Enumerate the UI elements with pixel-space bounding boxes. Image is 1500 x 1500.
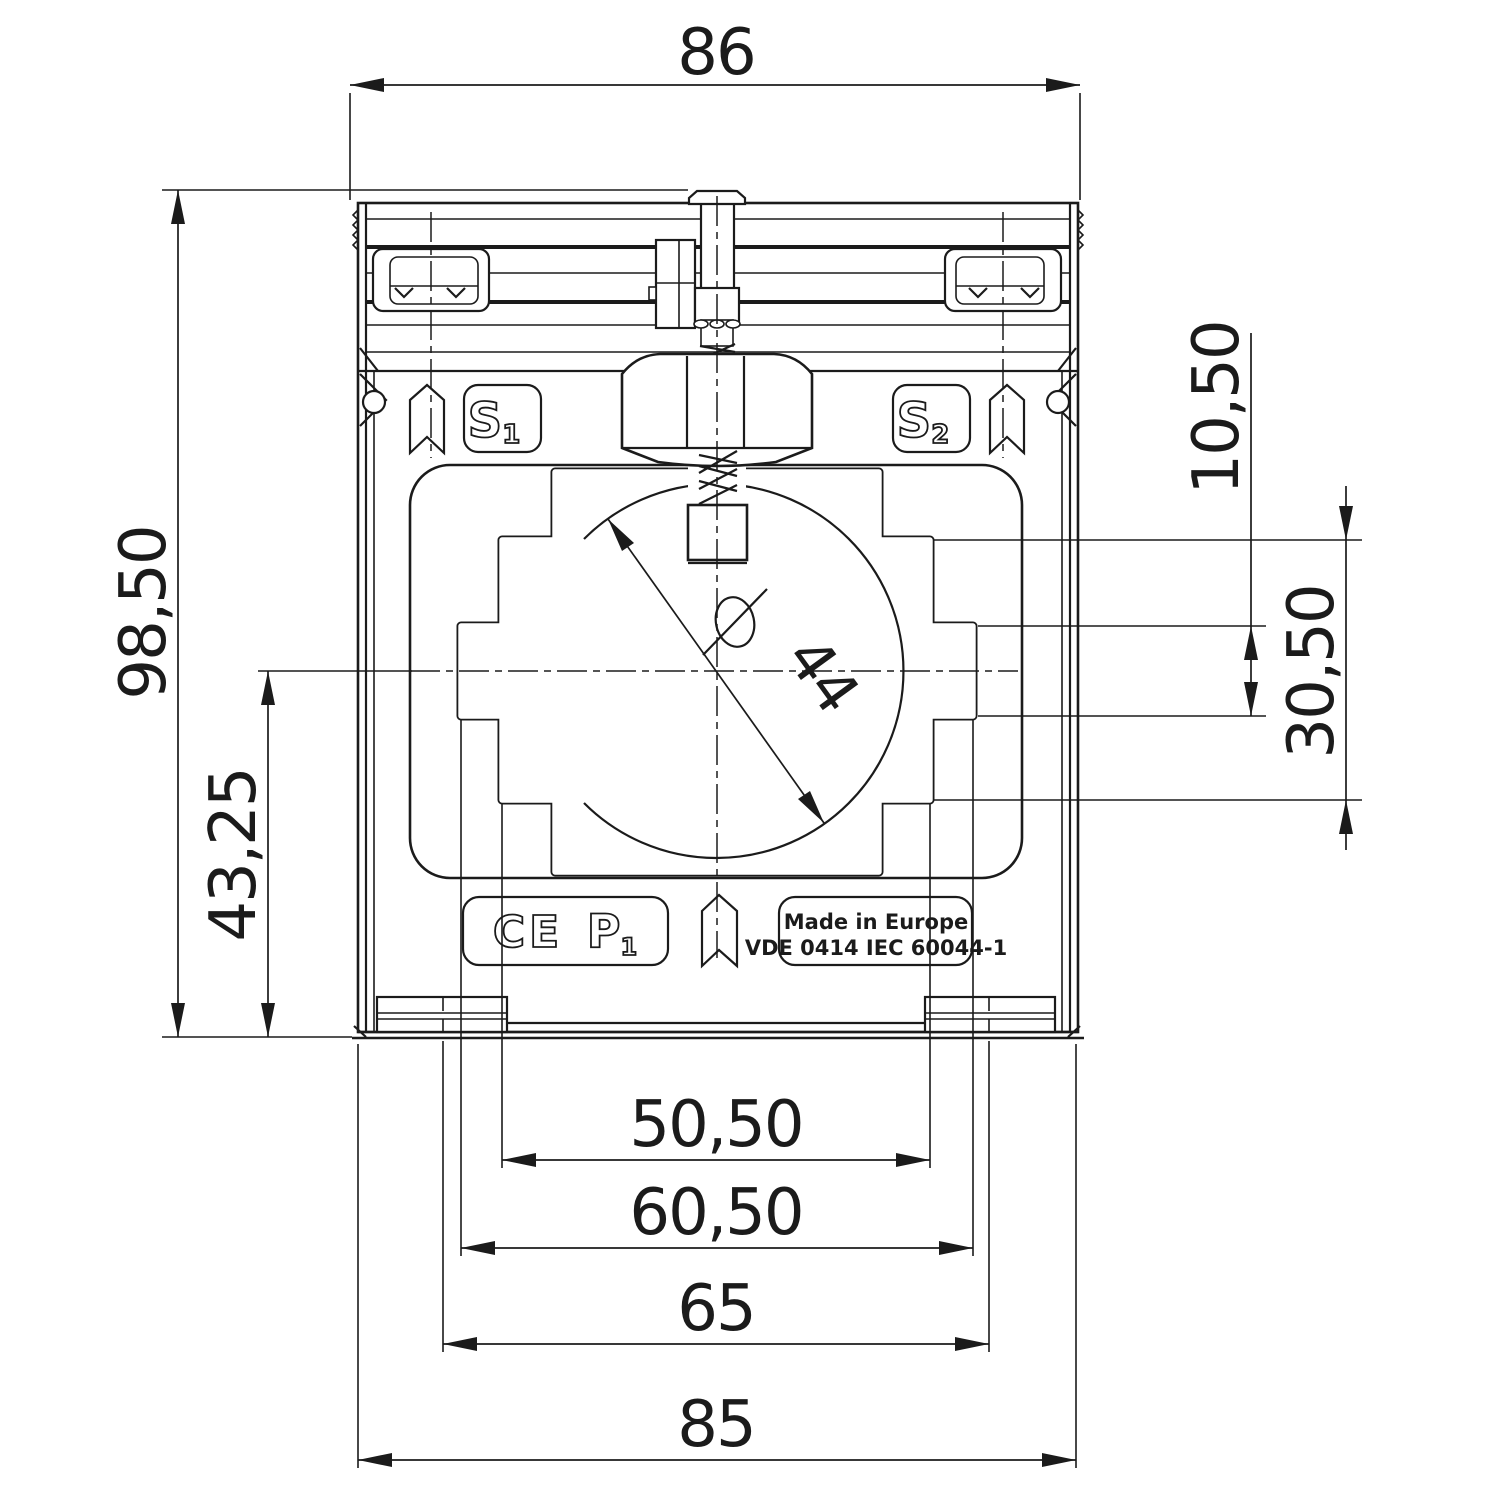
base-corner-tabs bbox=[353, 1025, 1081, 1038]
knurled-edge-icon bbox=[351, 209, 1085, 251]
dim-arrow-right-icon bbox=[955, 1337, 989, 1351]
screw-terminal-right bbox=[943, 247, 1063, 313]
s2-label-plate bbox=[891, 383, 972, 454]
dim-value-65: 65 bbox=[677, 1272, 754, 1346]
dim-arrow-left-icon bbox=[502, 1153, 536, 1167]
extension-lines bbox=[978, 625, 1266, 717]
dim-value-85: 85 bbox=[677, 1388, 754, 1462]
extension-lines bbox=[442, 1052, 990, 1352]
label-row: CE P1 Made in Europe VDE 0414 IEC 60044-… bbox=[461, 893, 1007, 969]
origin-plate bbox=[777, 895, 974, 967]
dim-arrow-down-icon bbox=[261, 1003, 275, 1037]
thread-icon bbox=[725, 319, 741, 329]
terminal-centerlines bbox=[430, 212, 1004, 458]
dim-value-30-50: 30,50 bbox=[1275, 585, 1349, 758]
s2-direction-arrow-icon bbox=[988, 383, 1026, 456]
s-row: S1 S2 bbox=[408, 383, 1026, 456]
origin-text: Made in Europe bbox=[784, 910, 968, 934]
dim-arrow-up-icon bbox=[171, 190, 185, 224]
dimension-foot-spacing: 65 bbox=[442, 1052, 990, 1352]
extension-lines bbox=[501, 804, 931, 1168]
foot-right-lines bbox=[925, 1012, 1055, 1020]
terminal-notches-icon bbox=[968, 287, 1040, 299]
dim-value-43-25: 43,25 bbox=[197, 768, 271, 941]
centerlines bbox=[410, 196, 1018, 1052]
pivot-hole-left bbox=[361, 389, 387, 415]
slide-block-lines bbox=[656, 240, 695, 328]
slide-block-tab bbox=[648, 286, 657, 301]
p1-label: P1 bbox=[587, 904, 637, 961]
dim-arrow-down-icon bbox=[1244, 682, 1258, 716]
extension-lines bbox=[162, 189, 688, 1038]
dim-arrow-up-icon bbox=[1244, 626, 1258, 660]
base bbox=[352, 995, 1084, 1040]
terminal-slot bbox=[955, 256, 1045, 305]
mounting-foot-left bbox=[375, 995, 509, 1034]
dim-arrow-left-icon bbox=[443, 1337, 477, 1351]
dim-arrow-down-icon bbox=[1339, 506, 1353, 540]
dim-arrow-left-icon bbox=[350, 78, 384, 92]
dim-value-10-50: 10,50 bbox=[1180, 321, 1254, 494]
dim-arrow-right-icon bbox=[896, 1153, 930, 1167]
foot-left-lines bbox=[377, 1012, 507, 1020]
side-walls-inner2 bbox=[373, 372, 1063, 1032]
dim-value-60-50: 60,50 bbox=[629, 1176, 802, 1250]
dim-arrow-downright-icon bbox=[798, 791, 824, 823]
s1-label-plate bbox=[462, 383, 543, 454]
terminal-slot bbox=[389, 256, 479, 305]
mounting-foot-right bbox=[923, 995, 1057, 1034]
dim-arrow-left-icon bbox=[358, 1453, 392, 1467]
s2-label: S2 bbox=[897, 393, 950, 450]
dim-arrow-right-icon bbox=[939, 1241, 973, 1255]
dim-value-86: 86 bbox=[677, 16, 754, 90]
dim-arrow-down-icon bbox=[171, 1003, 185, 1037]
extension-lines bbox=[357, 1044, 1077, 1468]
dim-value-98-50: 98,50 bbox=[107, 526, 181, 699]
extension-lines bbox=[934, 539, 1362, 801]
side-walls-inner bbox=[364, 203, 1072, 1032]
dimension-step-height: 30,50 bbox=[934, 486, 1362, 850]
dim-arrow-upleft-icon bbox=[608, 519, 634, 551]
dim-arrow-right-icon bbox=[1046, 78, 1080, 92]
extension-lines bbox=[349, 93, 1081, 200]
ce-mark: CE bbox=[493, 907, 563, 958]
dimension-window-width: 60,50 bbox=[460, 720, 974, 1256]
dimension-base-width: 85 bbox=[357, 1044, 1077, 1468]
ce-p1-plate bbox=[461, 895, 670, 967]
slide-block bbox=[654, 238, 697, 330]
standard-text: VDE 0414 IEC 60044-1 bbox=[745, 936, 1007, 960]
dim-arrow-left-icon bbox=[461, 1241, 495, 1255]
thread-icon bbox=[693, 319, 709, 329]
extension-lines bbox=[460, 720, 974, 1256]
block-corner-bevels bbox=[359, 347, 1077, 372]
dimension-overall-height: 98,50 bbox=[107, 189, 688, 1038]
dimension-inner-step-width: 50,50 bbox=[501, 804, 931, 1168]
dimension-top-width: 86 bbox=[349, 16, 1081, 200]
corner-bevel-left bbox=[359, 373, 388, 427]
foot-hole-centerlines bbox=[442, 997, 990, 1052]
dim-arrow-up-icon bbox=[261, 671, 275, 705]
s1-direction-arrow-icon bbox=[408, 383, 446, 456]
dimension-window-height: 10,50 bbox=[978, 321, 1266, 717]
diameter-line bbox=[607, 518, 825, 824]
spring-coil-lower-icon bbox=[698, 450, 738, 505]
terminal-notches-icon bbox=[394, 287, 466, 299]
dim-arrow-right-icon bbox=[1042, 1453, 1076, 1467]
p1-direction-arrow-icon bbox=[700, 893, 739, 969]
dimension-center-to-base: 43,25 bbox=[197, 670, 412, 1037]
s1-label: S1 bbox=[468, 393, 521, 450]
dim-value-50-50: 50,50 bbox=[629, 1088, 802, 1162]
pivot-hole-right bbox=[1045, 389, 1071, 415]
dimensions: 86 98,50 43,25 10,50 bbox=[107, 16, 1362, 1468]
diameter-symbol-icon bbox=[702, 588, 768, 656]
dim-arrow-up-icon bbox=[1339, 800, 1353, 834]
